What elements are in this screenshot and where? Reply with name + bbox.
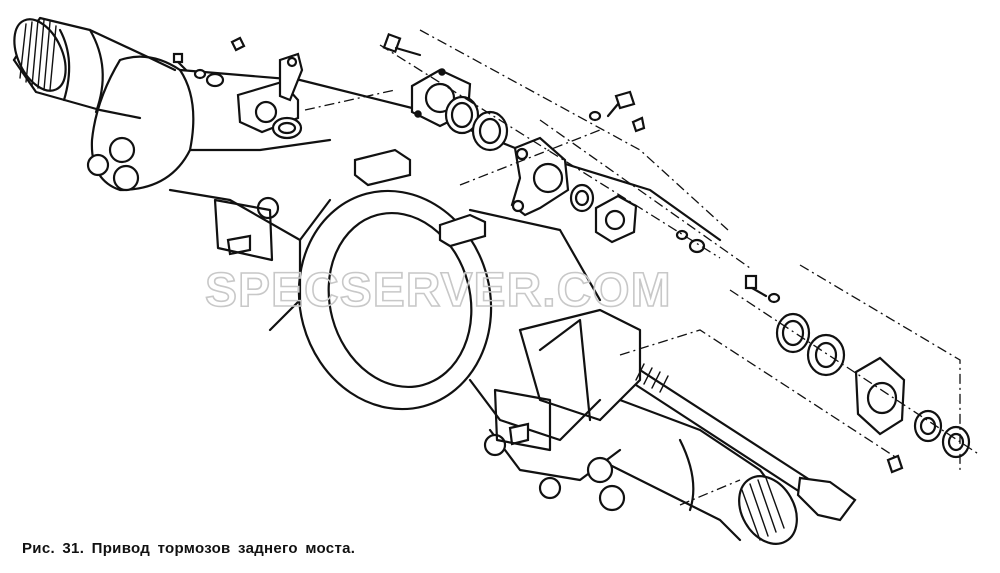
assembly-axis-lines <box>304 29 981 506</box>
right-brake-parts <box>634 274 971 522</box>
upper-brake-parts <box>382 32 706 254</box>
watermark: SPECSERVER.COM <box>205 264 672 317</box>
left-slack-adjuster-assembly <box>172 36 304 140</box>
figure-caption: Рис. 31. Привод тормозов заднего моста. <box>22 540 356 557</box>
axle-housing <box>12 16 798 545</box>
